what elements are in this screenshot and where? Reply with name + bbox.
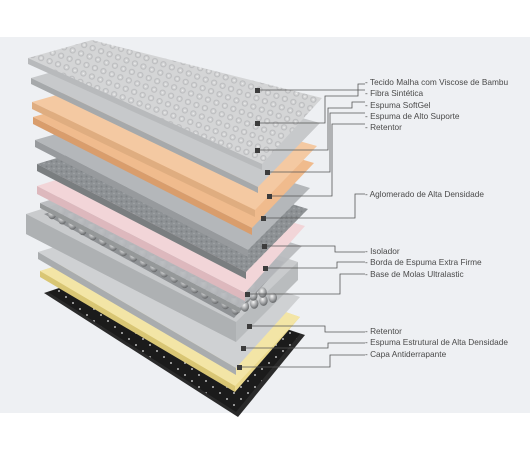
label-tecido-malha: - Tecido Malha com Viscose de Bambu xyxy=(365,77,509,87)
label-retentor-superior: - Retentor xyxy=(365,122,402,133)
label-fibra-sintetica: - Fibra Sintética xyxy=(365,88,424,99)
label-base-molas: - Base de Molas Ultralastic xyxy=(365,268,464,279)
spring-coil xyxy=(268,292,277,303)
spring-coil xyxy=(250,298,259,309)
callout-group-top: - Tecido Malha com Viscose de Bambu - Fi… xyxy=(365,77,508,133)
callout-lines xyxy=(240,83,365,368)
label-isolador: - Isolador xyxy=(365,246,400,256)
label-espuma-alto-suporte: - Espuma de Alto Suporte xyxy=(365,110,460,121)
label-espuma-softgel: - Espuma SoftGel xyxy=(365,99,431,110)
callout-group-bottom: - Retentor - Espuma Estrutural de Alta D… xyxy=(365,326,508,360)
label-retentor-inferior: - Retentor xyxy=(365,326,402,336)
callout-group-aglomerado: - Aglomerado de Alta Densidade xyxy=(365,189,484,200)
callout-markers xyxy=(237,88,272,370)
label-aglomerado: - Aglomerado de Alta Densidade xyxy=(365,189,485,199)
spring-coil xyxy=(259,295,268,306)
spring-coil xyxy=(258,287,267,298)
layer-tecido-malha xyxy=(28,40,322,170)
label-espuma-estrutural: - Espuma Estrutural de Alta Densidade xyxy=(365,337,508,348)
callout-group-springs: - Isolador - Borda de Espuma Extra Firme… xyxy=(365,246,482,280)
label-borda-espuma: - Borda de Espuma Extra Firme xyxy=(365,257,482,268)
label-capa-antiderrapante: - Capa Antiderrapante xyxy=(365,348,447,359)
